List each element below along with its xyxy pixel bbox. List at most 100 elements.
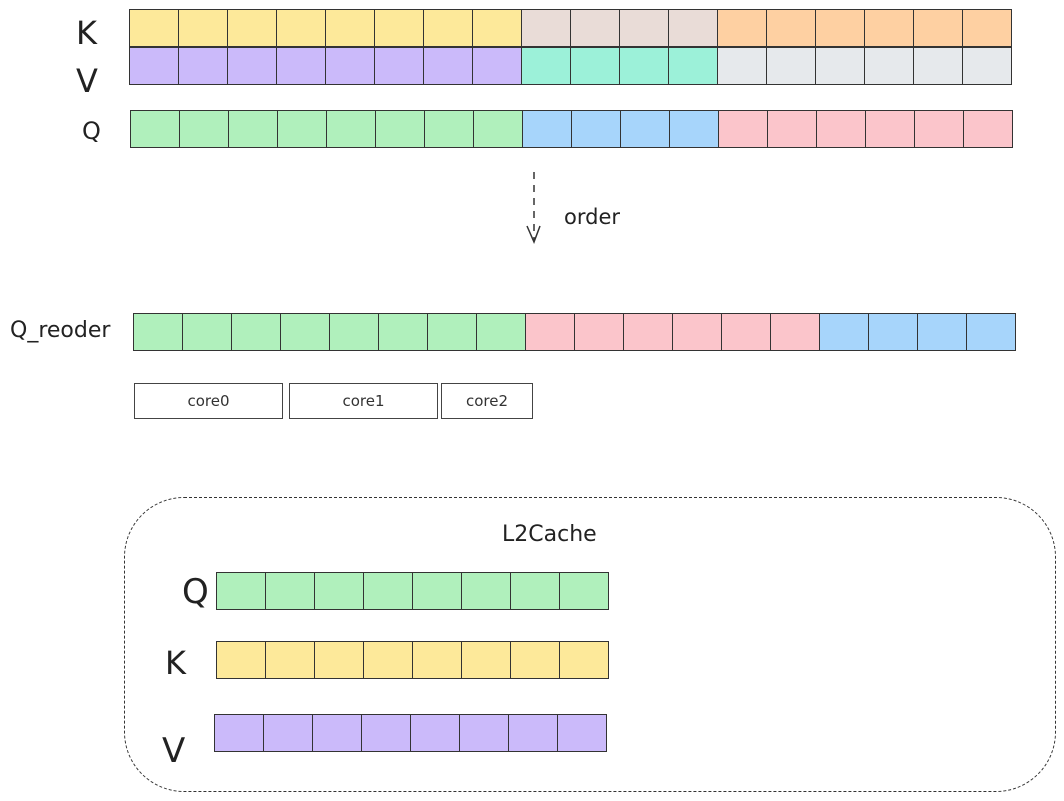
block-cell [361, 714, 411, 752]
block-cell [914, 110, 964, 148]
block-cell [865, 110, 915, 148]
q-reorder-label: Q_reoder [10, 318, 111, 343]
block-cell [868, 313, 918, 351]
block-cell [423, 47, 473, 85]
block-cell [461, 641, 511, 679]
block-cell [263, 714, 313, 752]
block-cell [378, 313, 428, 351]
block-cell [962, 47, 1012, 85]
block-cell [461, 572, 511, 610]
block-cell [277, 110, 327, 148]
block-cell [574, 313, 624, 351]
block-cell [473, 110, 523, 148]
block-cell [815, 9, 865, 47]
core2-box: core2 [441, 383, 533, 419]
block-cell [214, 714, 264, 752]
block-cell [363, 572, 413, 610]
block-cell [717, 9, 767, 47]
block-cell [510, 641, 560, 679]
block-cell [559, 641, 609, 679]
block-cell [375, 110, 425, 148]
block-cell [129, 9, 179, 47]
v-row-label: V [76, 62, 98, 100]
block-cell [130, 110, 180, 148]
block-cell [557, 714, 607, 752]
block-cell [770, 313, 820, 351]
block-cell [913, 9, 963, 47]
block-cell [216, 572, 266, 610]
cache-q-block-row [216, 572, 609, 610]
block-cell [178, 9, 228, 47]
q-reorder-block-row [133, 313, 1016, 351]
block-cell [917, 313, 967, 351]
block-cell [325, 9, 375, 47]
l2cache-container [124, 497, 1056, 792]
block-cell [619, 9, 669, 47]
block-cell [410, 714, 460, 752]
block-cell [525, 313, 575, 351]
order-arrow-head [526, 225, 541, 244]
block-cell [668, 9, 718, 47]
block-cell [276, 9, 326, 47]
block-cell [472, 47, 522, 85]
block-cell [717, 47, 767, 85]
core1-box: core1 [289, 383, 438, 419]
l2cache-title: L2Cache [502, 522, 597, 547]
block-cell [570, 9, 620, 47]
block-cell [559, 572, 609, 610]
block-cell [216, 641, 266, 679]
block-cell [178, 47, 228, 85]
block-cell [570, 47, 620, 85]
block-cell [913, 47, 963, 85]
block-cell [227, 47, 277, 85]
block-cell [427, 313, 477, 351]
block-cell [521, 47, 571, 85]
block-cell [508, 714, 558, 752]
order-arrow [526, 172, 541, 244]
block-cell [231, 313, 281, 351]
core0-box: core0 [134, 383, 283, 419]
block-cell [472, 9, 522, 47]
block-cell [228, 110, 278, 148]
block-cell [227, 9, 277, 47]
block-cell [816, 110, 866, 148]
block-cell [374, 9, 424, 47]
block-cell [718, 110, 768, 148]
block-cell [412, 572, 462, 610]
block-cell [423, 9, 473, 47]
block-cell [312, 714, 362, 752]
block-cell [314, 572, 364, 610]
block-cell [672, 313, 722, 351]
block-cell [864, 47, 914, 85]
block-cell [325, 47, 375, 85]
cache-v-label: V [162, 731, 186, 771]
block-cell [962, 9, 1012, 47]
block-cell [326, 110, 376, 148]
block-cell [412, 641, 462, 679]
block-cell [669, 110, 719, 148]
v-block-row [129, 47, 1012, 85]
block-cell [363, 641, 413, 679]
block-cell [766, 47, 816, 85]
k-row-label: K [76, 14, 97, 52]
block-cell [721, 313, 771, 351]
block-cell [265, 572, 315, 610]
block-cell [521, 9, 571, 47]
block-cell [963, 110, 1013, 148]
block-cell [129, 47, 179, 85]
block-cell [459, 714, 509, 752]
block-cell [476, 313, 526, 351]
block-cell [966, 313, 1016, 351]
block-cell [133, 313, 183, 351]
block-cell [179, 110, 229, 148]
block-cell [424, 110, 474, 148]
block-cell [265, 641, 315, 679]
block-cell [815, 47, 865, 85]
block-cell [571, 110, 621, 148]
block-cell [276, 47, 326, 85]
cache-v-block-row [214, 714, 607, 752]
block-cell [619, 47, 669, 85]
block-cell [819, 313, 869, 351]
block-cell [182, 313, 232, 351]
block-cell [329, 313, 379, 351]
